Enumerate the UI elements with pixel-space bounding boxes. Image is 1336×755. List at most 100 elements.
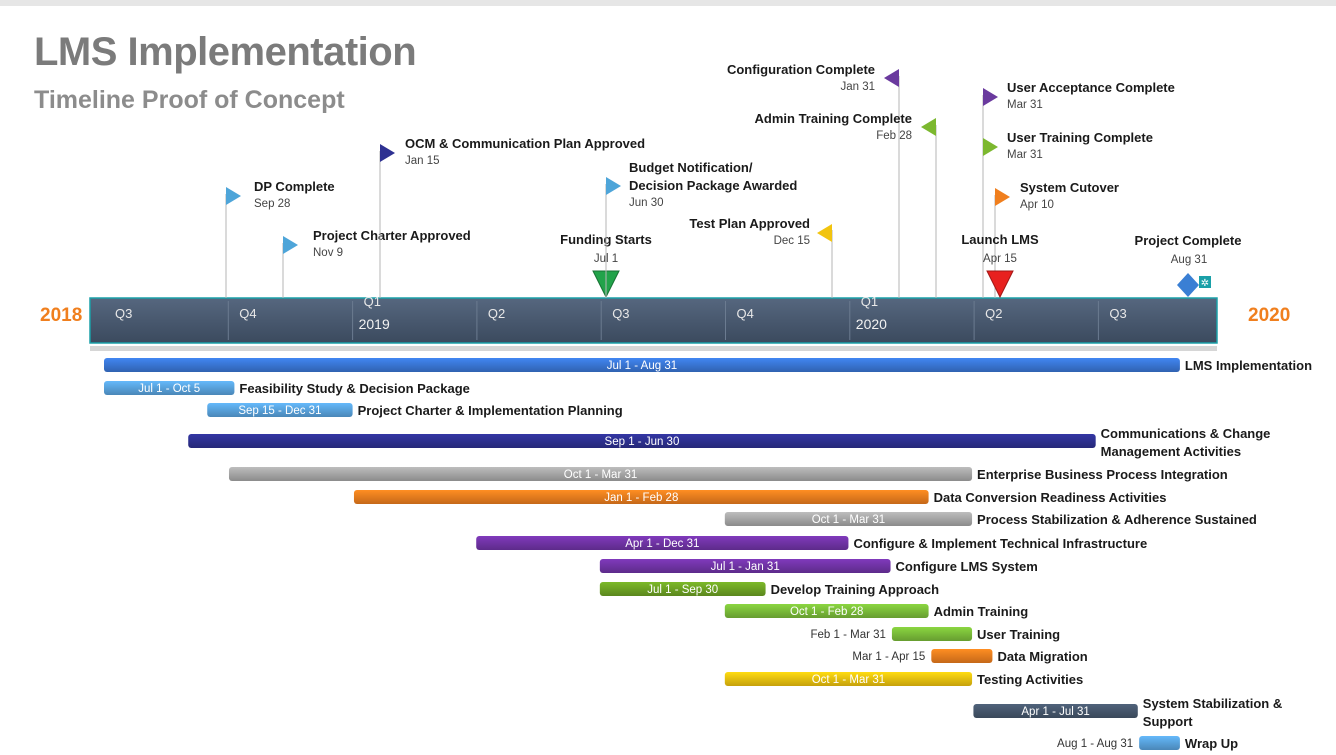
milestone-date: Mar 31 <box>1007 149 1043 161</box>
milestone-flag-icon <box>995 188 1010 206</box>
task-dates: Oct 1 - Mar 31 <box>564 469 638 481</box>
task-dates: Mar 1 - Apr 15 <box>852 651 925 663</box>
milestone-name: Decision Package Awarded <box>629 178 797 193</box>
task-bar <box>476 536 849 550</box>
task-dates: Oct 1 - Mar 31 <box>812 674 886 686</box>
milestone-flag-icon <box>983 138 998 156</box>
milestone-name: Admin Training Complete <box>755 111 912 126</box>
milestone-name: Budget Notification/ <box>629 160 753 175</box>
task-name: Feasibility Study & Decision Package <box>239 381 469 396</box>
task-dates: Aug 1 - Aug 31 <box>1057 738 1133 750</box>
milestone-name: Project Complete <box>1135 233 1242 248</box>
milestone-date: Jan 31 <box>840 81 875 93</box>
task-name: Admin Training <box>934 604 1029 619</box>
task-dates: Apr 1 - Jul 31 <box>1021 706 1089 718</box>
task-bar <box>599 559 891 573</box>
task-bar <box>104 381 235 395</box>
milestone-flag-icon <box>817 224 832 242</box>
milestone: Budget Notification/Decision Package Awa… <box>605 160 797 298</box>
quarter-label: Q3 <box>612 306 629 321</box>
milestone-date: Apr 10 <box>1020 199 1054 211</box>
milestone-date: Aug 31 <box>1171 254 1207 266</box>
task-row: Oct 1 - Feb 28 Admin Training <box>724 604 1029 619</box>
task-bar <box>1139 736 1180 750</box>
task-name: Develop Training Approach <box>771 582 940 597</box>
task-dates: Jan 1 - Feb 28 <box>604 492 678 504</box>
task-bar <box>724 512 973 526</box>
task-name: LMS Implementation <box>1185 358 1312 373</box>
quarter-label: Q4 <box>737 306 754 321</box>
task-dates: Oct 1 - Feb 28 <box>790 606 864 618</box>
axis-band <box>89 297 1218 344</box>
task-row: Sep 15 - Dec 31 Project Charter & Impleme… <box>207 403 623 418</box>
axis-start-year: 2018 <box>40 305 82 326</box>
task-row: Oct 1 - Mar 31 Process Stabilization & Ad… <box>724 512 1257 527</box>
top-border <box>0 0 1336 6</box>
task-row: Apr 1 - Jul 31 System Stabilization & Supp… <box>973 696 1282 729</box>
task-bar <box>188 434 1096 448</box>
milestone-name: Configuration Complete <box>727 62 875 77</box>
task-bar <box>931 649 993 663</box>
gear-icon <box>1199 276 1211 288</box>
quarter-year-label: 2019 <box>359 316 390 332</box>
milestone-diamond-icon <box>1177 273 1199 297</box>
task-name: Enterprise Business Process Integration <box>977 467 1228 482</box>
milestone-flag-icon <box>884 69 899 87</box>
task-name: Project Charter & Implementation Plannin… <box>358 403 623 418</box>
milestone-date: Dec 15 <box>774 235 810 247</box>
quarter-label: Q2 <box>488 306 505 321</box>
task-name: Configure LMS System <box>896 559 1038 574</box>
gear-glyph: ✲ <box>1201 278 1209 289</box>
task-bar <box>724 672 973 686</box>
milestone-date: Sep 28 <box>254 198 290 210</box>
task-name: Wrap Up <box>1185 736 1238 751</box>
task-name: Communications & Change <box>1101 426 1271 441</box>
task-dates: Jul 1 - Jan 31 <box>711 561 780 573</box>
milestone-name: Test Plan Approved <box>689 216 810 231</box>
milestone-name: User Acceptance Complete <box>1007 80 1175 95</box>
task-name: User Training <box>977 627 1060 642</box>
task-name: Process Stabilization & Adherence Sustai… <box>977 512 1257 527</box>
task-dates: Feb 1 - Mar 31 <box>810 629 885 641</box>
milestone-date: Apr 15 <box>983 253 1017 265</box>
quarter-label: Q3 <box>1109 306 1126 321</box>
task-bar <box>599 582 766 596</box>
task-bar <box>353 490 929 504</box>
axis-shadow <box>90 346 1217 351</box>
milestone-name: User Training Complete <box>1007 130 1153 145</box>
task-row: Feb 1 - Mar 31 User Training <box>810 627 1060 642</box>
quarter-year-label: 2020 <box>856 316 887 332</box>
task-bar <box>104 358 1180 372</box>
axis-end-year: 2020 <box>1248 305 1290 326</box>
task-bar <box>228 467 973 481</box>
quarter-label: Q1 <box>364 294 381 309</box>
milestone-flag-icon <box>380 144 395 162</box>
task-name: System Stabilization & <box>1143 696 1282 711</box>
milestone-flag-icon <box>983 88 998 106</box>
task-dates: Sep 15 - Dec 31 <box>238 405 321 417</box>
milestone-name: DP Complete <box>254 179 335 194</box>
task-dates: Oct 1 - Mar 31 <box>812 514 886 526</box>
milestone-date: Jun 30 <box>629 197 664 209</box>
task-bar <box>891 627 973 641</box>
task-name: Support <box>1143 714 1193 729</box>
milestone-name: OCM & Communication Plan Approved <box>405 136 645 151</box>
task-name: Configure & Implement Technical Infrastr… <box>853 536 1147 551</box>
